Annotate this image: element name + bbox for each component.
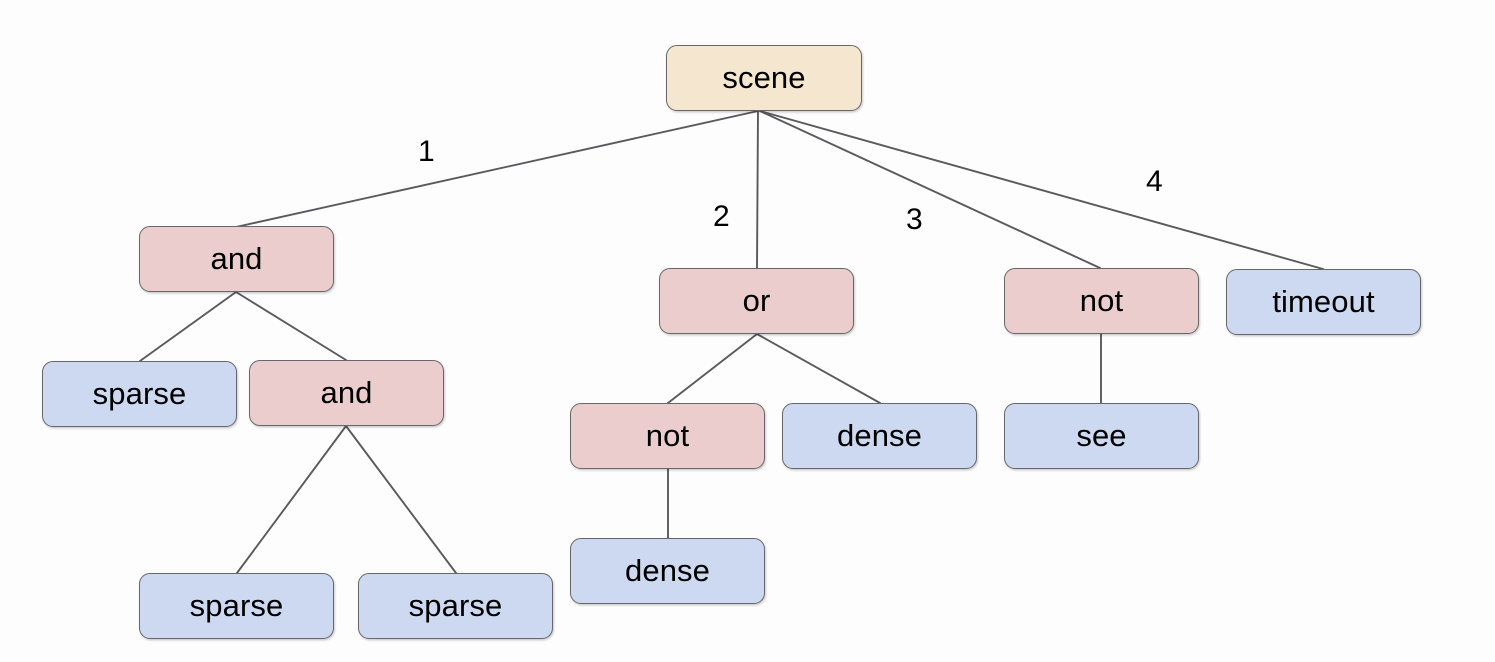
tree-node-label: and [320, 374, 373, 410]
tree-edge [667, 333, 758, 404]
tree-node-see1[interactable]: see [1004, 403, 1199, 469]
tree-node-not1[interactable]: not [1004, 268, 1199, 334]
tree-node-label: dense [625, 552, 710, 588]
tree-node-sparse3[interactable]: sparse [358, 573, 553, 639]
tree-edge [345, 425, 457, 574]
edge-label-4: 4 [1146, 165, 1163, 198]
tree-node-not2[interactable]: not [570, 403, 765, 469]
tree-node-label: sparse [92, 375, 187, 411]
tree-node-label: dense [837, 417, 922, 453]
tree-node-timeout1[interactable]: timeout [1226, 269, 1421, 335]
tree-node-and1[interactable]: and [139, 226, 334, 292]
tree-edge [756, 110, 759, 269]
edge-label-1: 1 [418, 135, 435, 168]
tree-node-or1[interactable]: or [659, 268, 854, 334]
tree-node-label: sparse [408, 587, 503, 623]
tree-node-label: or [742, 282, 771, 318]
edge-label-3: 3 [906, 203, 923, 236]
tree-edge [235, 110, 759, 228]
tree-node-dense1[interactable]: dense [782, 403, 977, 469]
tree-node-label: not [645, 417, 690, 453]
tree-node-label: and [210, 240, 263, 276]
tree-node-sparse2[interactable]: sparse [139, 573, 334, 639]
tree-edge [759, 110, 1324, 270]
tree-node-label: see [1076, 417, 1127, 453]
tree-edge [139, 291, 237, 362]
tree-edge [236, 425, 347, 574]
tree-node-sparse1[interactable]: sparse [42, 361, 237, 427]
tree-node-and2[interactable]: and [249, 360, 444, 426]
tree-node-label: sparse [189, 587, 284, 623]
tree-edge [759, 110, 1101, 269]
tree-node-dense2[interactable]: dense [570, 538, 765, 604]
tree-node-label: not [1079, 282, 1124, 318]
tree-node-label: scene [722, 59, 806, 95]
tree-node-scene[interactable]: scene [666, 45, 862, 111]
tree-node-label: timeout [1272, 283, 1375, 319]
tree-edge [235, 291, 347, 361]
edge-label-2: 2 [713, 200, 730, 233]
tree-edge [756, 333, 881, 404]
